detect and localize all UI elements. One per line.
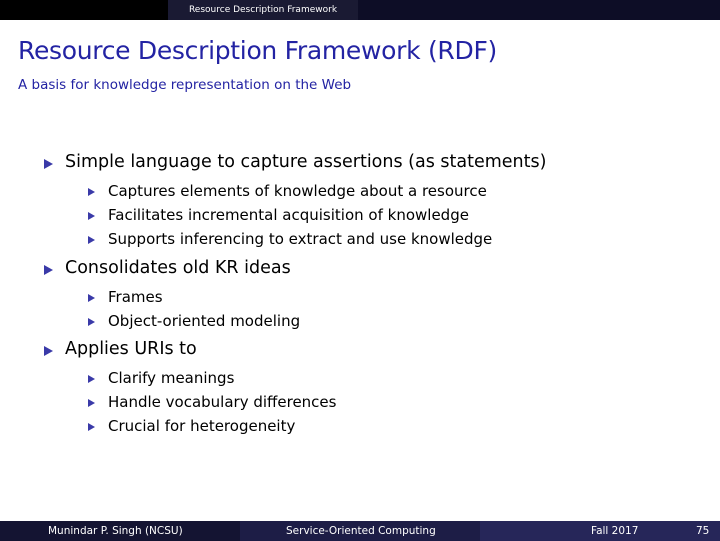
sub-bullet-item: Crucial for heterogeneity [108,417,296,435]
sub-bullet-item: Facilitates incremental acquisition of k… [108,206,469,224]
footer-course: Service-Oriented Computing [286,525,436,537]
sub-bullet-item: Handle vocabulary differences [108,393,337,411]
bullet-triangle-icon [44,346,53,356]
sub-bullet-item: Supports inferencing to extract and use … [108,230,493,248]
bullet-item: Consolidates old KR ideas [65,258,291,278]
section-nav-label[interactable]: Resource Description Framework [168,0,358,20]
sub-bullet-triangle-icon [88,236,95,244]
slide-title: Resource Description Framework (RDF) [18,36,497,65]
sub-bullet-item: Clarify meanings [108,369,235,387]
sub-bullet-triangle-icon [88,294,95,302]
footer-author: Munindar P. Singh (NCSU) [48,525,183,537]
bullet-item: Applies URIs to [65,339,197,359]
footer-term: Fall 2017 [591,525,639,537]
sub-bullet-triangle-icon [88,212,95,220]
page-number: 75 [696,525,710,537]
bullet-item: Simple language to capture assertions (a… [65,152,547,172]
sub-bullet-triangle-icon [88,399,95,407]
sub-bullet-item: Object-oriented modeling [108,312,301,330]
bullet-triangle-icon [44,265,53,275]
top-navigation-bar: Resource Description Framework [0,0,720,20]
footer-author-panel: Munindar P. Singh (NCSU) [0,521,240,541]
sub-bullet-triangle-icon [88,188,95,196]
bullet-triangle-icon [44,159,53,169]
footer-bar: Munindar P. Singh (NCSU) Service-Oriente… [0,521,720,541]
footer-term-panel: Fall 2017 75 [480,521,720,541]
sub-bullet-item: Frames [108,288,163,306]
sub-bullet-triangle-icon [88,375,95,383]
slide-subtitle: A basis for knowledge representation on … [18,77,352,93]
sub-bullet-item: Captures elements of knowledge about a r… [108,182,487,200]
top-bar-right-panel [358,0,720,20]
sub-bullet-triangle-icon [88,318,95,326]
footer-course-panel: Service-Oriented Computing [240,521,480,541]
sub-bullet-triangle-icon [88,423,95,431]
